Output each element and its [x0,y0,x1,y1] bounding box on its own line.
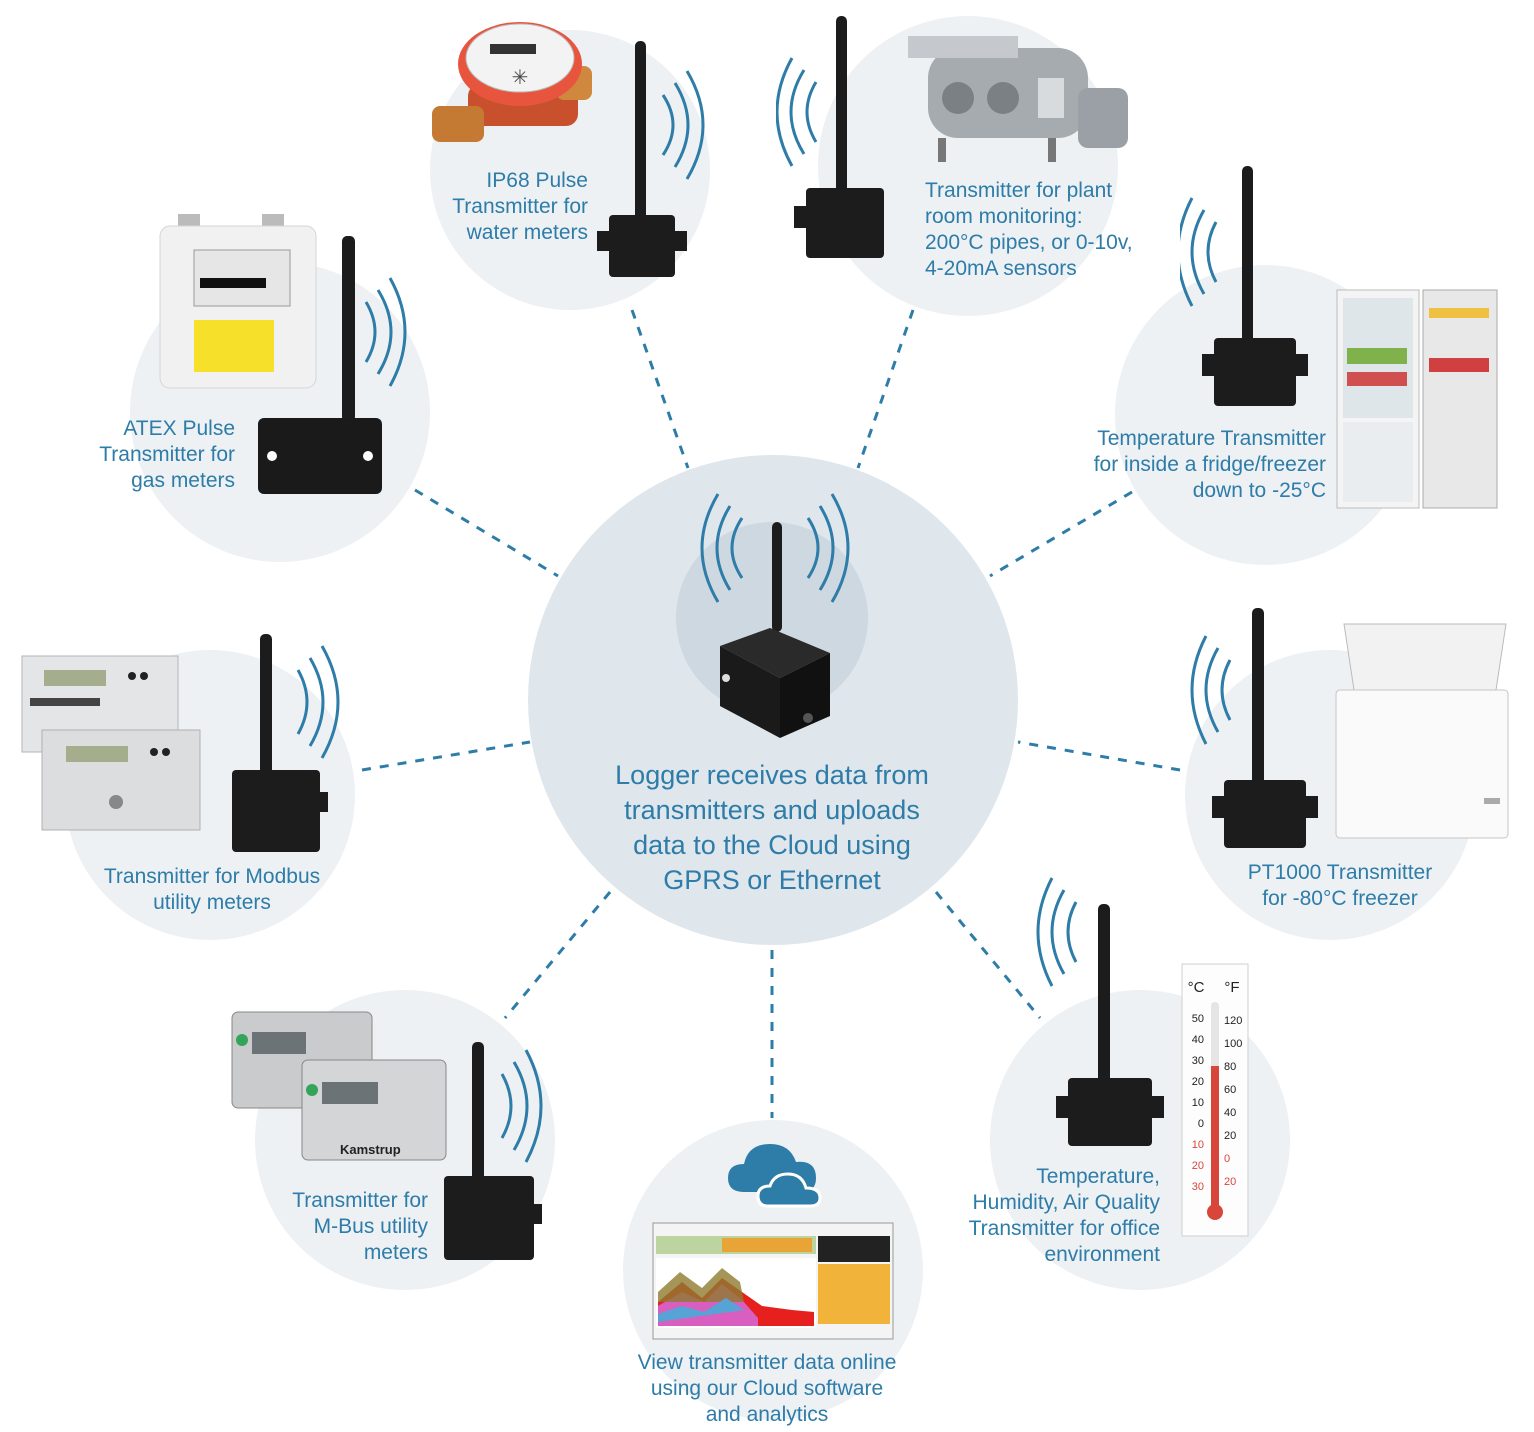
fridge-label: Temperature Transmitter for inside a fri… [1093,427,1326,502]
link-fridge [989,490,1133,578]
fahrenheit-unit: °F [1224,979,1239,996]
gas-transmitter [258,236,407,494]
hub-label: Logger receives data from transmitters a… [615,760,929,895]
celsius-tick: 30 [1192,1055,1204,1067]
modbus-meter-image [21,655,201,831]
cloud-label: View transmitter data online using our C… [637,1351,897,1426]
office-transmitter [1036,877,1164,1146]
mbus-brand: Kamstrup [340,1142,401,1157]
freezer-transmitter [1190,608,1318,848]
celsius-tick: 20 [1192,1160,1204,1172]
plant-room-image [908,36,1128,162]
fahrenheit-tick: 80 [1224,1061,1236,1073]
fridge-transmitter [1180,166,1308,406]
celsius-tick: 30 [1192,1181,1204,1193]
fahrenheit-tick: 20 [1224,1176,1236,1188]
fahrenheit-tick: 0 [1224,1153,1230,1165]
link-mbus [503,891,612,1019]
gas-label: ATEX Pulse Transmitter for gas meters [99,417,235,492]
office-label: Temperature, Humidity, Air Quality Trans… [968,1165,1160,1266]
chest-freezer-image [1335,623,1509,839]
link-freezer [1017,740,1181,772]
svg-text:✳: ✳ [512,65,529,89]
link-gas [414,488,559,578]
fahrenheit-tick: 60 [1224,1084,1236,1096]
celsius-unit: °C [1188,979,1205,996]
link-water [630,309,690,469]
logger-device [700,493,850,738]
fahrenheit-tick: 120 [1224,1015,1242,1027]
fahrenheit-tick: 20 [1224,1130,1236,1142]
fahrenheit-tick: 40 [1224,1107,1236,1119]
fridge-image [1336,289,1498,509]
mbus-meter-image: Kamstrup [231,1011,447,1161]
modbus-transmitter [232,634,340,852]
water-transmitter [597,41,705,277]
water-meter-image: ✳ [432,22,592,142]
freezer-label: PT1000 Transmitter for -80°C freezer [1247,861,1433,910]
link-office [934,891,1042,1019]
cloud-software-screenshot [652,1222,894,1340]
cloud-icon [728,1144,822,1208]
mbus-transmitter [444,1042,543,1260]
celsius-tick: 20 [1192,1076,1204,1088]
plant-transmitter [776,16,884,258]
link-plant [856,309,915,469]
link-modbus [361,740,531,772]
mbus-label: Transmitter for M-Bus utility meters [292,1189,428,1264]
water-label: IP68 Pulse Transmitter for water meters [452,169,588,244]
fahrenheit-tick: 100 [1224,1038,1242,1050]
celsius-tick: 10 [1192,1097,1204,1109]
modbus-label: Transmitter for Modbus utility meters [103,865,321,914]
celsius-tick: 40 [1192,1034,1204,1046]
celsius-tick: 0 [1198,1118,1204,1130]
plant-label: Transmitter for plant room monitoring: 2… [925,179,1133,280]
gas-meter-image [159,214,317,389]
celsius-tick: 50 [1192,1013,1204,1025]
celsius-tick: 10 [1192,1139,1204,1151]
